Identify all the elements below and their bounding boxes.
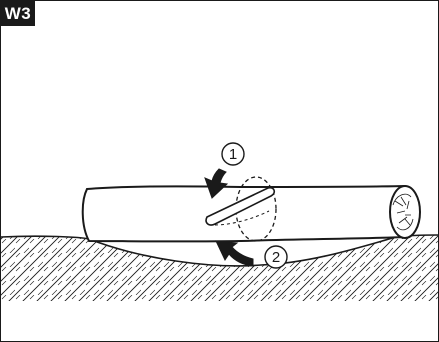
arrow-up-icon <box>215 240 254 267</box>
log-body <box>81 184 418 243</box>
arrow-down-icon <box>204 168 229 199</box>
ground-hatching <box>1 235 438 301</box>
saw-bar <box>205 186 276 226</box>
step-2-callout <box>264 245 288 269</box>
log-end-face <box>389 185 421 239</box>
step-2-label: 2 <box>272 249 280 266</box>
step-1-callout <box>221 142 245 166</box>
cut-zone-dashed <box>235 176 277 242</box>
step-1-label: 1 <box>229 146 237 163</box>
figure-tag: W3 <box>1 1 35 26</box>
log-end-grain <box>392 193 414 231</box>
